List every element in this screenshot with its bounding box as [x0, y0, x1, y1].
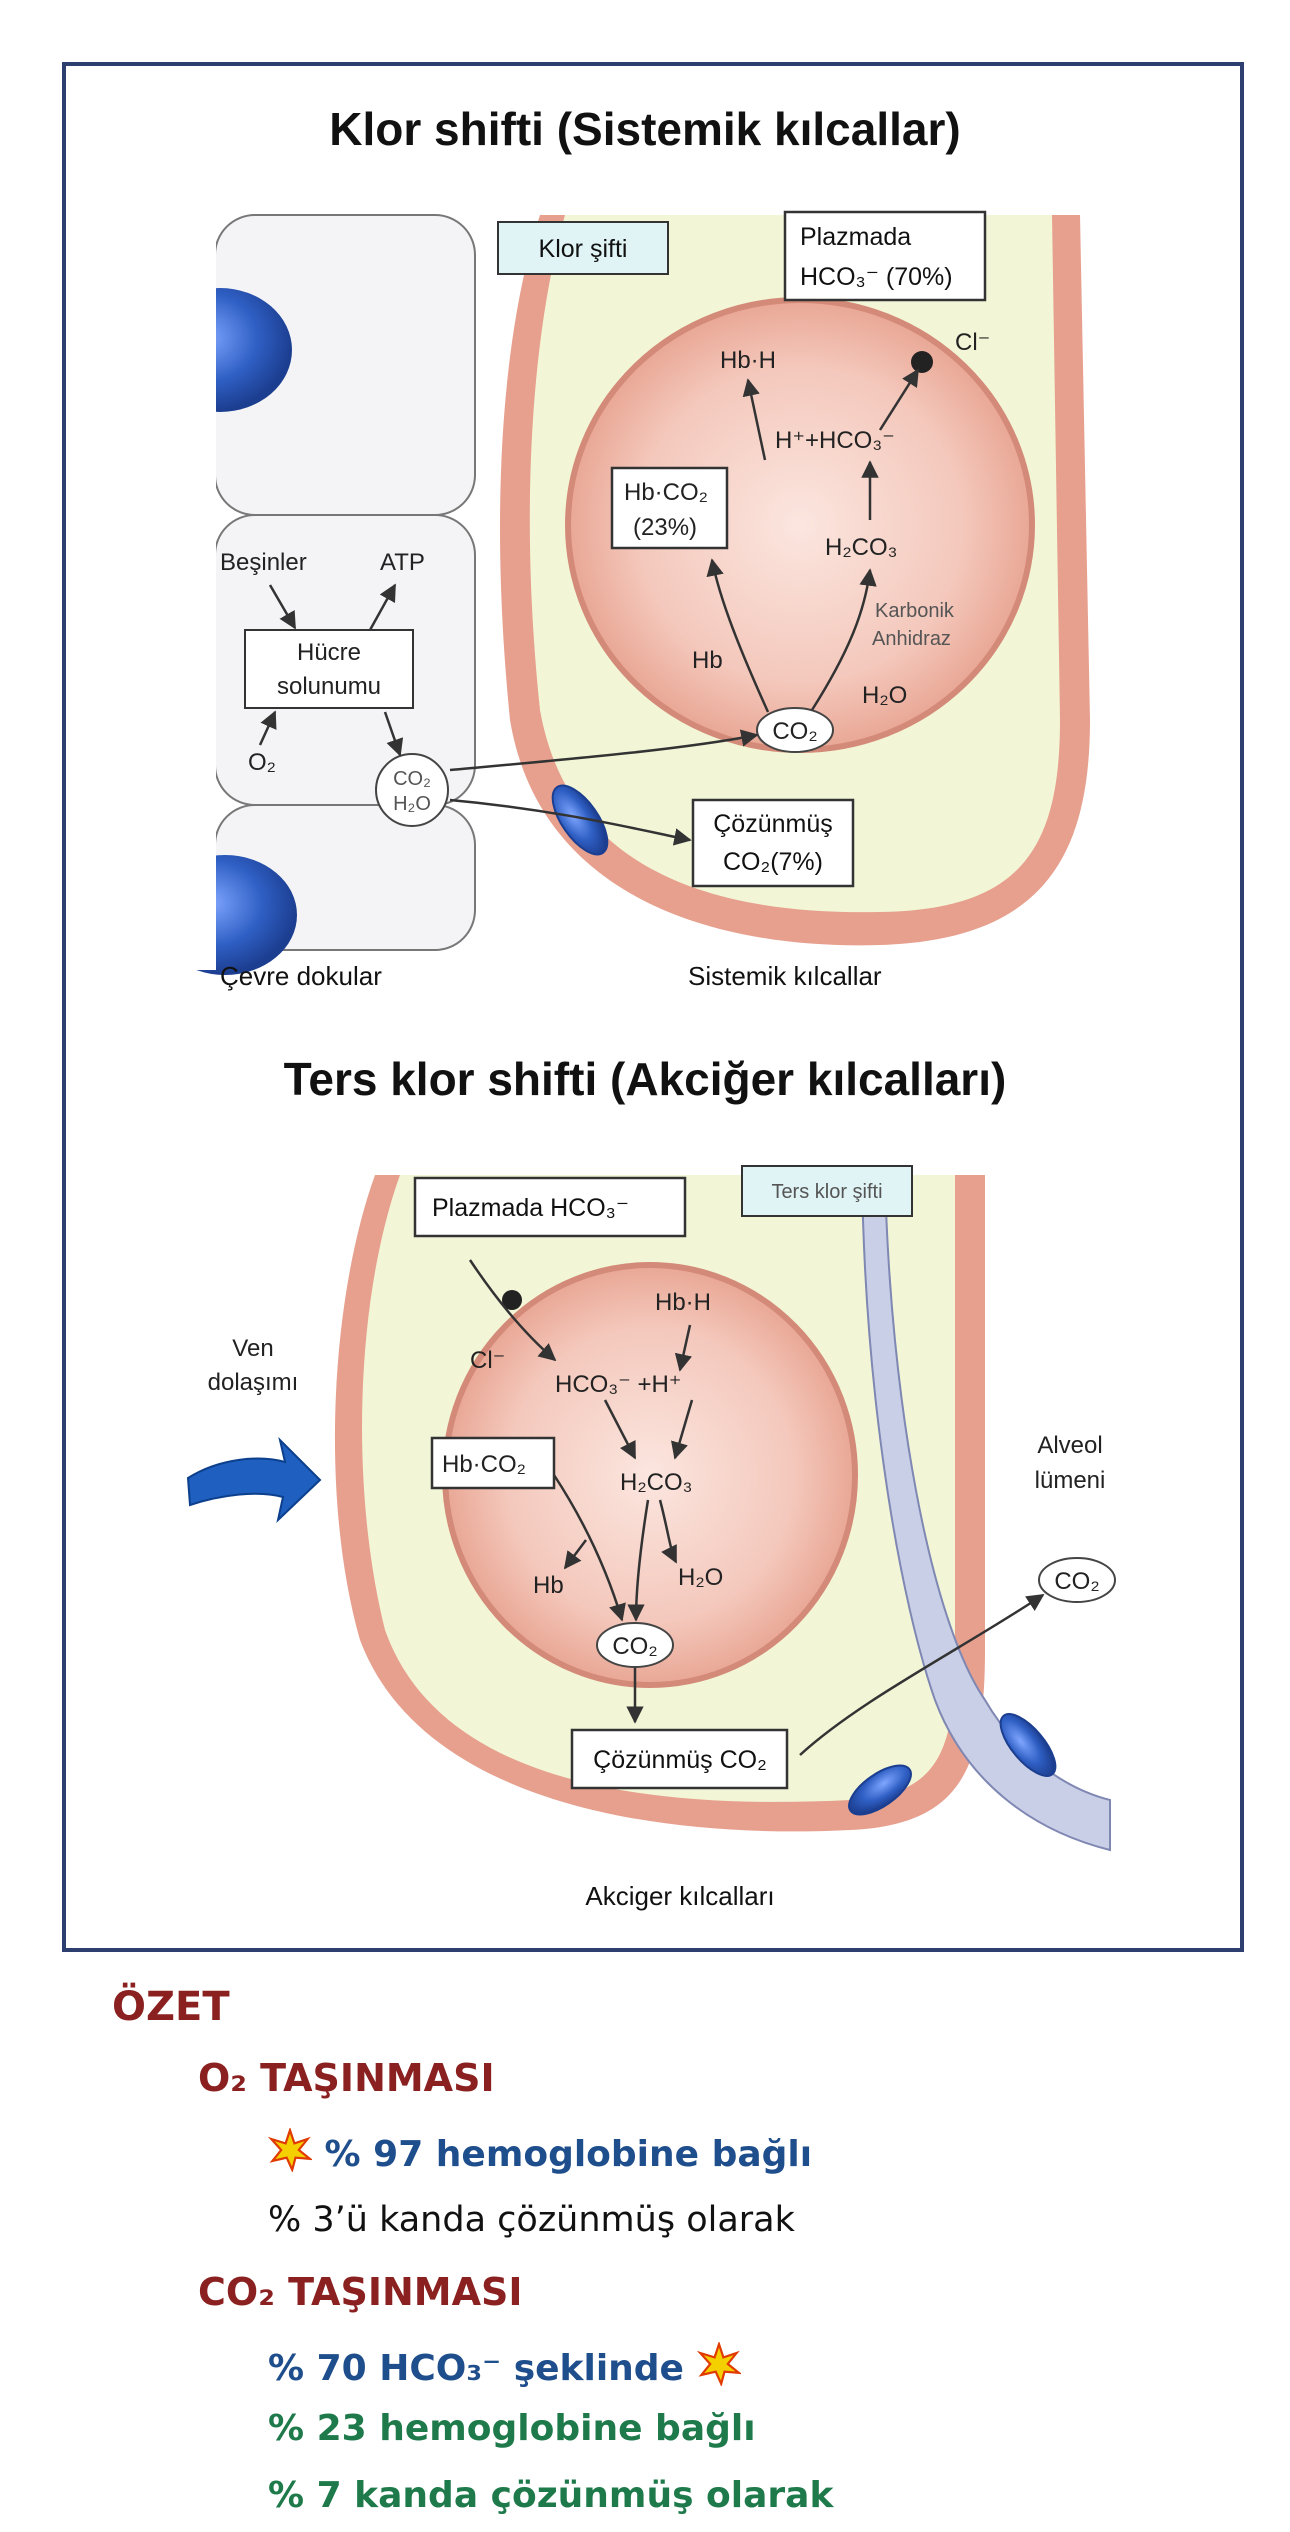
hbco2-box-top: [610, 466, 729, 550]
chloride-channel: [911, 351, 933, 373]
cozunmus-box-top: [691, 798, 855, 888]
ven-flow-arrow: [186, 1436, 322, 1523]
hbco2-box-bottom: [430, 1436, 556, 1490]
h2co3-label-top: H₂CO₃: [825, 534, 897, 561]
hucre-line1: Hücre: [297, 639, 361, 666]
hb-label-top: Hb: [692, 647, 723, 674]
karbonik-line2: Anhidraz: [872, 628, 951, 650]
cl-label-top: Cl⁻: [955, 329, 990, 356]
klor-sifti-label: Klor şifti: [539, 235, 628, 263]
o2-transport-title: O₂ TAŞINMASI: [198, 2056, 495, 2100]
caption-cevre: Çevre dokular: [220, 961, 382, 991]
h2o-label-top: H₂O: [862, 682, 907, 709]
hucre-box: [244, 629, 414, 709]
hb-label-bottom: Hb: [533, 1572, 564, 1599]
h-hco3-label: H⁺+HCO₃⁻: [775, 427, 895, 454]
hbco2-line1: Hb·CO₂: [624, 479, 708, 506]
highlight-star-icon: [268, 2128, 312, 2172]
atp-label: ATP: [380, 549, 425, 576]
klor-sifti-box: [497, 221, 669, 275]
co2-h2o-line1: CO₂: [393, 768, 431, 790]
summary-heading: ÖZET: [112, 1984, 230, 2030]
co2-bubble-bottom: [596, 1622, 674, 1668]
pulmonary-capillary: [334, 1174, 1111, 1852]
co2-label-bottom: CO₂: [612, 1633, 657, 1660]
ven-line2: dolaşımı: [208, 1369, 299, 1396]
h2co3-label-bottom: H₂CO₃: [620, 1469, 692, 1496]
highlight-star-icon: [696, 2342, 741, 2386]
hbco2-bottom-label: Hb·CO₂: [442, 1451, 526, 1478]
cl-label-bottom: Cl⁻: [470, 1347, 505, 1374]
summary-section: ÖZET O₂ TAŞINMASI % 97 hemoglobine bağlı…: [0, 1960, 1290, 2520]
cozunmus-bottom-label: Çözünmüş CO₂: [593, 1746, 767, 1774]
alveol-line2: lümeni: [1035, 1467, 1106, 1494]
co2-label-top: CO₂: [772, 718, 817, 745]
ters-klor-label: Ters klor şifti: [771, 1181, 882, 1203]
plasma-line1: Plazmada: [800, 223, 911, 251]
cozunmus-line1: Çözünmüş: [713, 810, 833, 838]
ven-line1: Ven: [232, 1335, 273, 1362]
plasma-hco3-box: [783, 210, 987, 302]
o2-line-dissolved: % 3’ü kanda çözünmüş olarak: [268, 2200, 795, 2240]
o2-line-hemoglobin: % 97 hemoglobine bağlı: [268, 2128, 812, 2175]
cozunmus-box-bottom: [570, 1728, 789, 1790]
plasma-box-bottom: [413, 1176, 687, 1238]
endothelial-nucleus-right: [999, 1713, 1057, 1777]
co2-line1-text: % 70 HCO₃⁻ şeklinde: [268, 2348, 684, 2389]
hbh-label-bottom: Hb·H: [655, 1289, 711, 1316]
ters-klor-box: [741, 1165, 913, 1217]
hbco2-line2: (23%): [633, 514, 697, 541]
karbonik-line1: Karbonik: [875, 600, 955, 622]
endothelial-nucleus: [551, 784, 609, 856]
tissue-cells: [140, 210, 476, 975]
plasma-bottom-label: Plazmada HCO₃⁻: [432, 1194, 629, 1222]
hbh-label-top: Hb·H: [720, 347, 776, 374]
caption-akciger: Akciger kılcalları: [585, 1881, 774, 1911]
co2-h2o-bubble: [375, 753, 449, 827]
hco3-h-label: HCO₃⁻ +H⁺: [555, 1371, 681, 1398]
systemic-capillary: [500, 215, 1090, 946]
co2-line-bicarbonate: % 70 HCO₃⁻ şeklinde: [268, 2342, 741, 2389]
co2-line-dissolved: % 7 kanda çözünmüş olarak: [268, 2475, 834, 2516]
top-title: Klor shifti (Sistemik kılcallar): [329, 103, 960, 155]
co2-transport-title: CO₂ TAŞINMASI: [198, 2270, 523, 2314]
caption-sistemik: Sistemik kılcallar: [688, 961, 882, 991]
co2-line-hemoglobin: % 23 hemoglobine bağlı: [268, 2408, 756, 2449]
alveol-line1: Alveol: [1037, 1432, 1102, 1459]
besinler-label: Beşinler: [220, 549, 307, 576]
chloride-channel-lung: [502, 1290, 522, 1310]
cozunmus-line2: CO₂(7%): [723, 848, 823, 876]
hucre-line2: solunumu: [277, 673, 381, 700]
co2-alveol-bubble: [1038, 1557, 1116, 1603]
endothelial-nucleus-bottom: [848, 1764, 912, 1816]
o2-line1-text: % 97 hemoglobine bağlı: [324, 2134, 813, 2175]
bottom-title: Ters klor shifti (Akciğer kılcalları): [284, 1053, 1007, 1105]
co2-alveol-label: CO₂: [1054, 1568, 1099, 1595]
co2-h2o-line2: H₂O: [393, 793, 431, 815]
plasma-line2: HCO₃⁻ (70%): [800, 263, 953, 291]
o2-label: O₂: [248, 749, 276, 776]
h2o-label-bottom: H₂O: [678, 1564, 723, 1591]
